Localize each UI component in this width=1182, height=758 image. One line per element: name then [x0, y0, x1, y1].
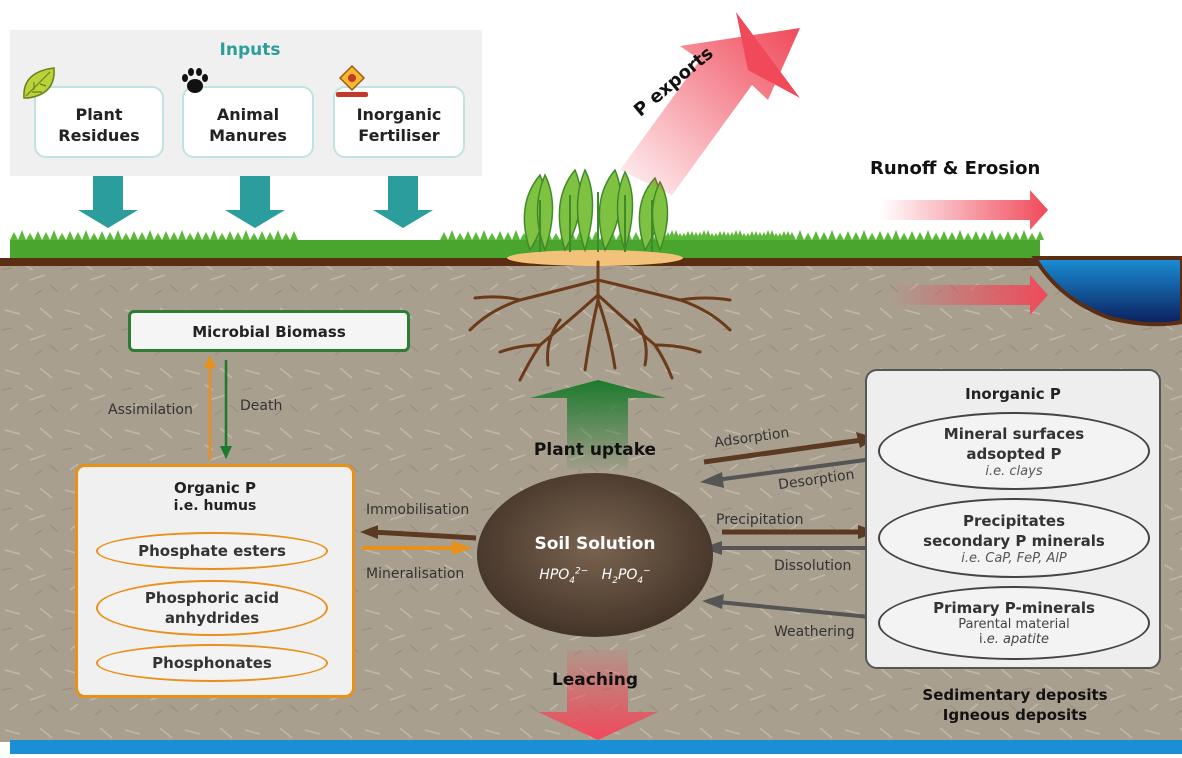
plant-roots	[468, 260, 732, 382]
leaching-label: Leaching	[551, 670, 639, 690]
inorganic-item-sub: Parental material	[958, 617, 1070, 632]
organic-item-label: Phosphate esters	[138, 542, 286, 560]
grass-strip	[10, 230, 1044, 258]
input-label: Plant Residues	[58, 105, 140, 145]
fertiliser-icon	[336, 64, 368, 97]
primary-minerals-node: Primary P-minerals Parental material i.e…	[878, 586, 1150, 660]
plant-uptake-label: Plant uptake	[533, 440, 657, 460]
runoff-arrows	[880, 190, 1048, 315]
soil-solution-ions: HPO42− H2PO4−	[505, 566, 685, 585]
input-label: Animal Manures	[209, 105, 287, 145]
input-label: Inorganic Fertiliser	[356, 105, 442, 145]
assimilation-label: Assimilation	[108, 402, 193, 418]
inorganic-item-note: i.e. CaP, FeP, AlP	[961, 550, 1067, 566]
phosphate-esters-node: Phosphate esters	[96, 532, 328, 570]
immobilisation-label: Immobilisation	[366, 502, 470, 518]
inorganic-item-note: i.e. clays	[985, 463, 1043, 479]
ion-hpo4: HPO42−	[539, 566, 589, 586]
ion-h2po4: H2PO4−	[601, 566, 651, 586]
leaching-arrow	[538, 650, 658, 740]
organic-item-label: Phosphoric acid anhydrides	[144, 589, 280, 627]
organic-p-subtitle: i.e. humus	[173, 498, 257, 514]
mineral-surfaces-node: Mineral surfaces adsopted P i.e. clays	[878, 412, 1150, 490]
phosphonates-node: Phosphonates	[96, 644, 328, 682]
crop-plants	[507, 168, 683, 266]
inputs-title: Inputs	[219, 40, 281, 60]
runoff-label: Runoff & Erosion	[870, 158, 1041, 179]
input-box-inorganic-fertiliser: Inorganic Fertiliser	[333, 86, 465, 158]
input-box-animal-manures: Animal Manures	[182, 86, 314, 158]
precipitates-node: Precipitates secondary P minerals i.e. C…	[878, 498, 1150, 578]
organic-flow-arrows	[360, 525, 477, 555]
dissolution-label: Dissolution	[774, 558, 852, 574]
p-exports-arrow	[620, 12, 800, 195]
death-label: Death	[240, 398, 283, 414]
inorganic-item-note: i.e. apatite	[978, 632, 1049, 647]
organic-p-title: Organic P	[174, 479, 256, 497]
water-body	[1031, 256, 1182, 327]
microbial-biomass-label: Microbial Biomass	[192, 323, 346, 341]
microbe-arrows	[204, 355, 232, 460]
input-arrows	[78, 160, 433, 228]
igneous-deposits-label: Igneous deposits	[942, 706, 1088, 724]
precipitation-label: Precipitation	[716, 512, 804, 528]
leaf-icon	[23, 67, 55, 99]
soil-solution-title: Soil Solution	[534, 534, 656, 554]
inorganic-item-title: Precipitates secondary P minerals	[923, 511, 1105, 550]
inorganic-p-title: Inorganic P	[965, 385, 1061, 403]
groundwater-strip	[10, 740, 1182, 754]
organic-item-label: Phosphonates	[152, 654, 272, 672]
plant-uptake-arrow	[530, 380, 666, 470]
inorganic-item-title: Primary P-minerals	[933, 599, 1095, 617]
microbial-biomass-box: Microbial Biomass	[128, 310, 410, 352]
mineralisation-label: Mineralisation	[366, 566, 465, 582]
soil-solution-ball	[477, 473, 713, 637]
paw-icon	[182, 68, 208, 93]
weathering-label: Weathering	[774, 624, 855, 640]
sedimentary-deposits-label: Sedimentary deposits	[922, 686, 1108, 704]
inorganic-item-title: Mineral surfaces adsopted P	[943, 424, 1085, 463]
phosphoric-acid-anhydrides-node: Phosphoric acid anhydrides	[96, 580, 328, 636]
input-box-plant-residues: Plant Residues	[34, 86, 164, 158]
